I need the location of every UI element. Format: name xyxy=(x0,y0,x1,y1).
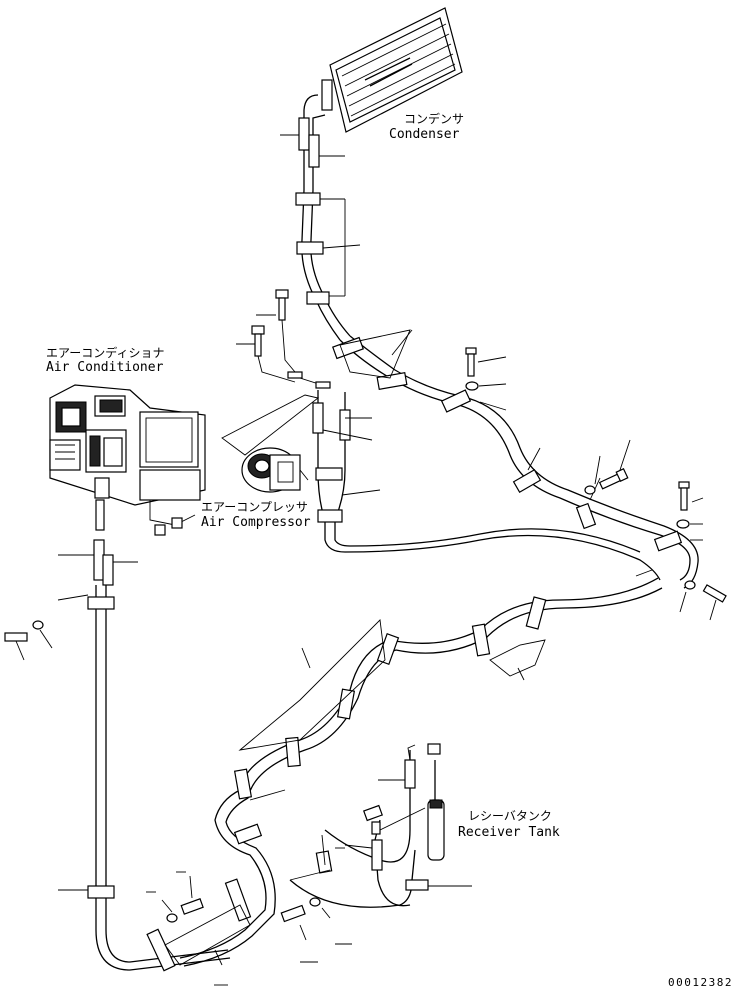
upper-right-fasteners xyxy=(465,347,727,621)
condenser-label-en: Condenser xyxy=(389,127,460,142)
air-conditioner-label-en: Air Conditioner xyxy=(46,360,164,375)
air-compressor-label-en: Air Compressor xyxy=(201,515,311,530)
air-conditioner-unit xyxy=(49,384,206,536)
lower-fasteners xyxy=(146,871,472,986)
receiver-tank xyxy=(289,743,470,908)
air-compressor-label-jp: エアーコンプレッサ xyxy=(201,500,308,514)
compressor-hoses xyxy=(221,390,661,581)
air-conditioner-label-jp: エアーコンディショナ xyxy=(46,345,164,360)
air-compressor xyxy=(241,447,309,493)
receiver-tank-label-en: Receiver Tank xyxy=(458,825,560,840)
lower-hose-route xyxy=(146,577,663,972)
upper-hose-route xyxy=(332,329,699,589)
compressor-bracket xyxy=(236,289,331,389)
condenser xyxy=(321,7,463,133)
left-pipe xyxy=(4,499,231,971)
condenser-hoses xyxy=(280,94,361,341)
drawing-code: 00012382 xyxy=(668,976,733,989)
condenser-label-jp: コンデンサ xyxy=(404,111,464,126)
receiver-tank-label-jp: レシーバタンク xyxy=(468,809,552,823)
